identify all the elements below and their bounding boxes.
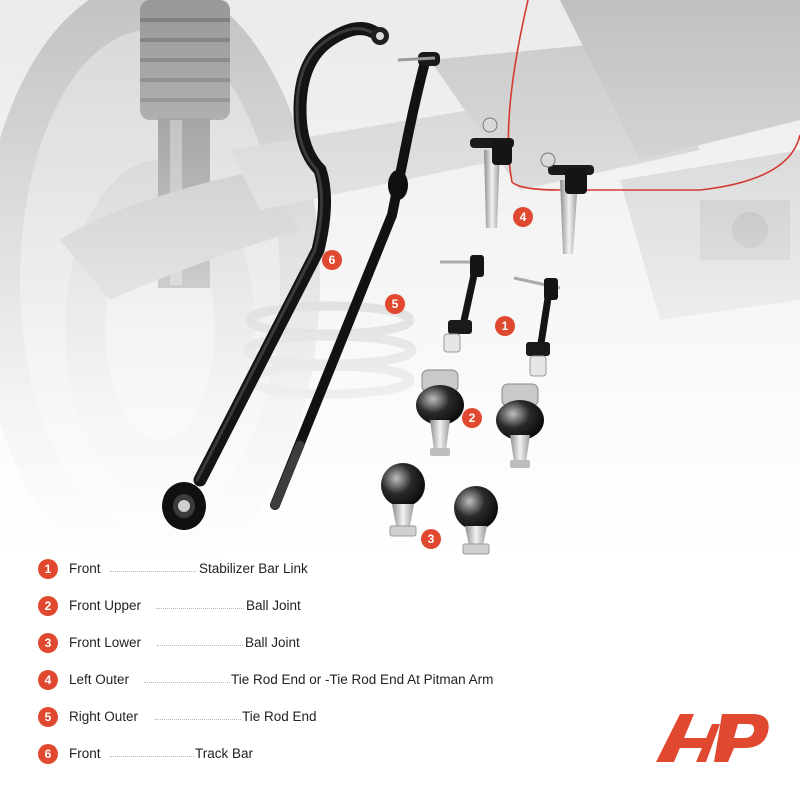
legend-part-name: Ball Joint [246,598,301,613]
leader-line [155,719,241,720]
legend-part-name: Tie Rod End [242,709,317,724]
callout-badge-1: 1 [495,316,515,336]
leader-line [157,645,243,646]
red-accent-line [507,0,800,191]
legend-row: 1 Front Stabilizer Bar Link [38,557,598,594]
leader-line [110,571,196,572]
tie-rod-end-right [540,152,594,254]
legend-number: 5 [38,707,58,727]
callout-badge-6: 6 [322,250,342,270]
legend-position: Front [69,746,101,761]
callout-badge-5: 5 [385,294,405,314]
legend-number: 2 [38,596,58,616]
tie-rod [270,52,440,510]
legend-number: 3 [38,633,58,653]
callout-badge-3: 3 [421,529,441,549]
leader-line [144,682,230,683]
legend-number: 1 [38,559,58,579]
leader-line [110,756,194,757]
brand-logo [656,714,769,762]
product-photo [0,0,800,560]
legend-number: 4 [38,670,58,690]
ball-joint-lower-left [381,463,425,537]
vehicle-background [0,0,800,560]
stabilizer-link-left [440,255,484,353]
callout-badge-4: 4 [513,207,533,227]
track-bar [162,22,389,530]
legend-position: Left Outer [69,672,130,687]
legend-position: Right Outer [69,709,139,724]
legend-row: 4 Left Outer Tie Rod End or -Tie Rod End… [38,668,598,705]
stabilizer-link-right [513,276,561,377]
parts-legend: 1 Front Stabilizer Bar Link 2 Front Uppe… [38,557,598,779]
legend-part-name: Ball Joint [245,635,300,650]
ball-joint-upper-left [416,369,464,456]
legend-part-name: Tie Rod End or -Tie Rod End At Pitman Ar… [231,672,494,687]
ball-joint-lower-right [454,486,498,555]
legend-position: Front Lower [69,635,142,650]
callout-badge-2: 2 [462,408,482,428]
leader-line [156,608,244,609]
legend-part-name: Stabilizer Bar Link [199,561,308,576]
legend-row: 5 Right Outer Tie Rod End [38,705,598,742]
ball-joint-upper-right [496,383,544,468]
legend-position: Front [69,561,101,576]
legend-row: 6 Front Track Bar [38,742,598,779]
legend-part-name: Track Bar [195,746,254,761]
legend-position: Front Upper [69,598,142,613]
legend-row: 3 Front Lower Ball Joint [38,631,598,668]
legend-row: 2 Front Upper Ball Joint [38,594,598,631]
legend-number: 6 [38,744,58,764]
tie-rod-end-left [470,117,514,228]
